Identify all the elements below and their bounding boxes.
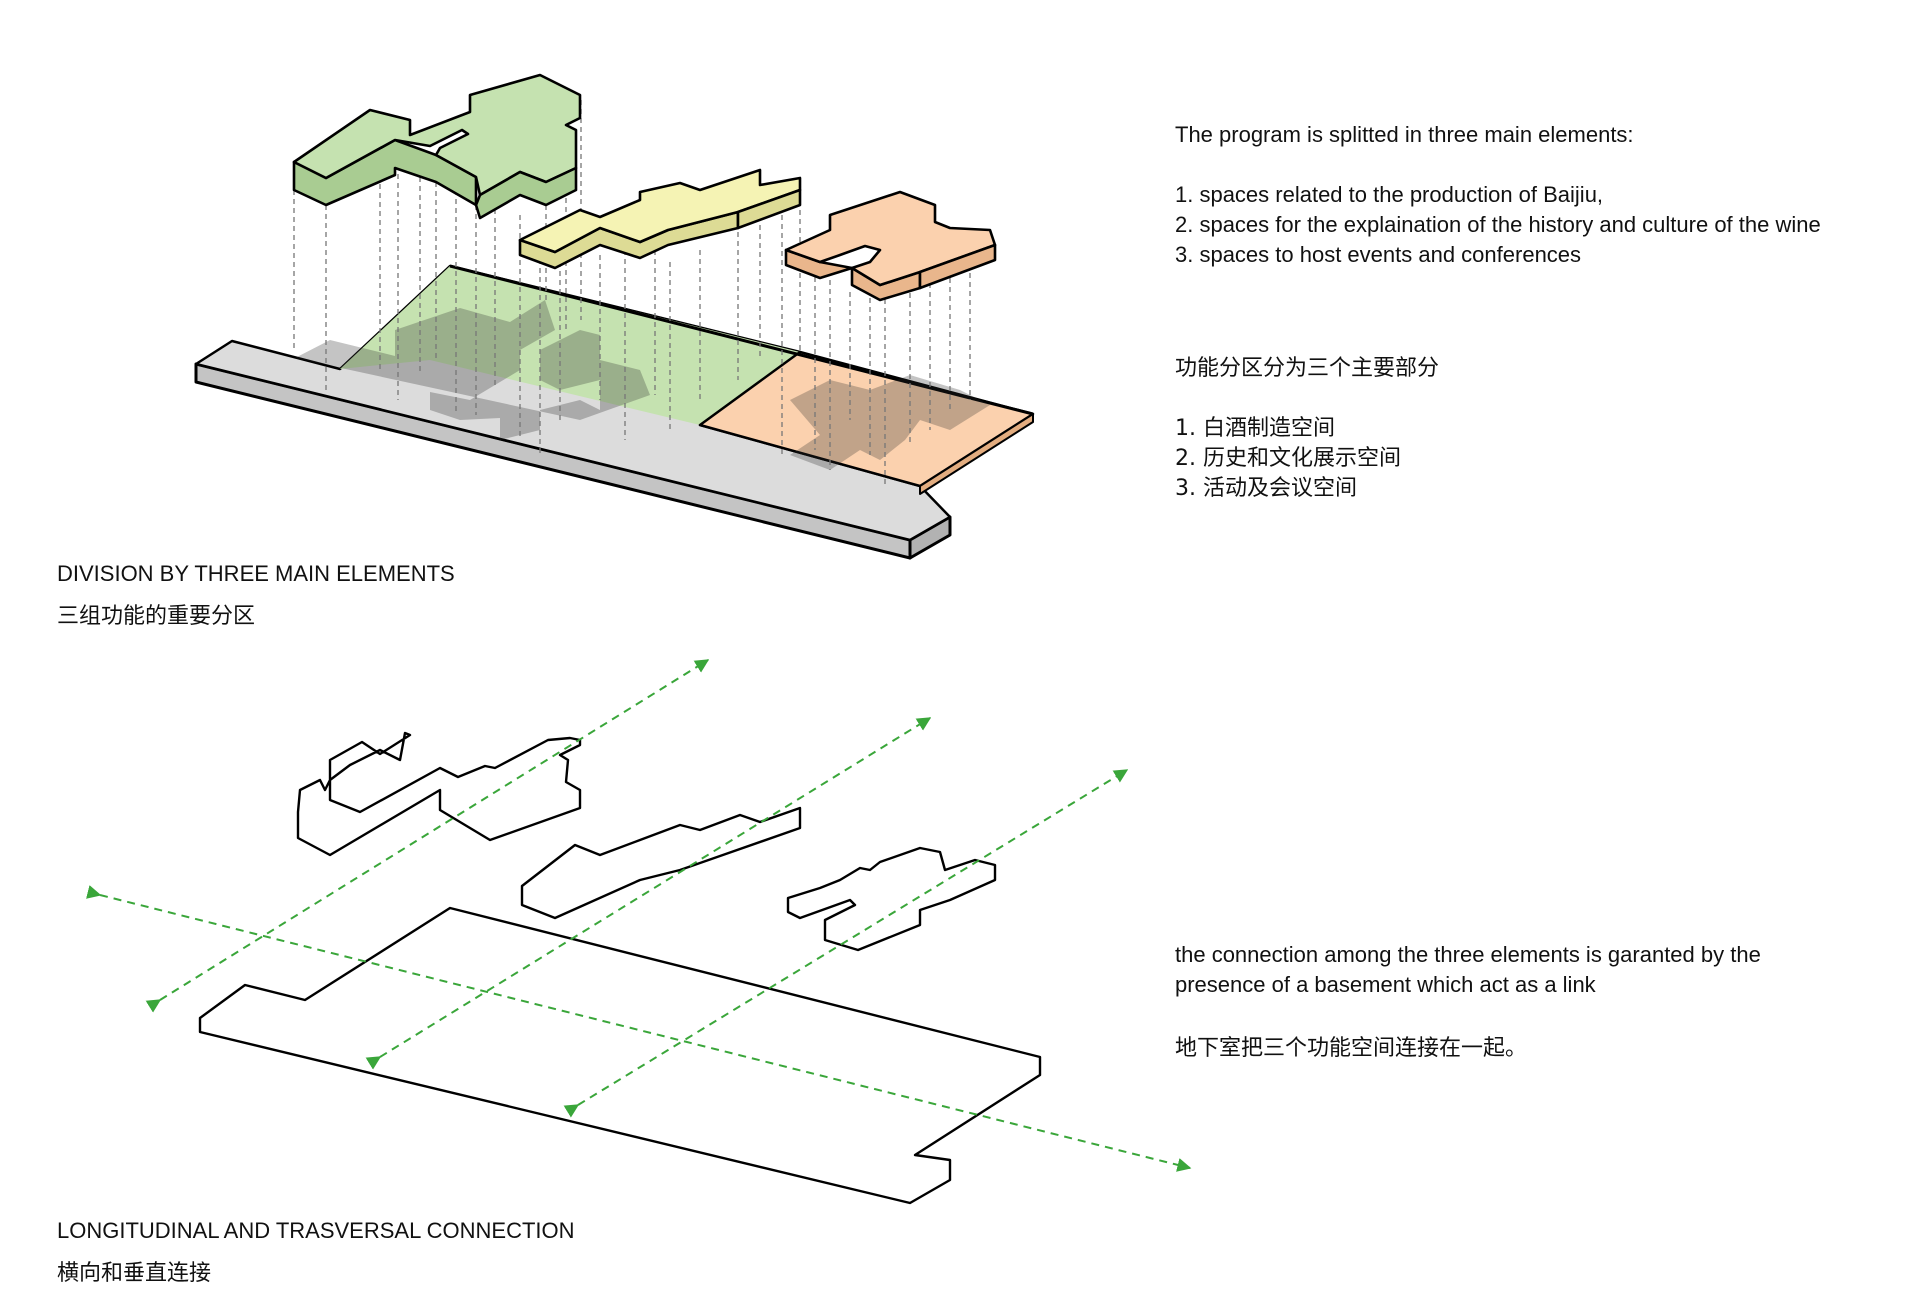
program-item-1-en: 1. spaces related to the production of B… <box>1175 182 1604 207</box>
connection-caption-en: LONGITUDINAL AND TRASVERSAL CONNECTION <box>57 1218 575 1243</box>
arrow-longitudinal <box>86 885 1192 1172</box>
projection-lines <box>293 100 971 485</box>
arrow-transversal-3 <box>563 769 1129 1118</box>
division-caption-en: DIVISION BY THREE MAIN ELEMENTS <box>57 561 455 586</box>
program-intro-cn: 功能分区分为三个主要部分 <box>1175 356 1440 381</box>
footprint-production <box>295 300 650 440</box>
program-item-2-cn: 2. 历史和文化展示空间 <box>1175 446 1401 471</box>
connection-text-line2-en: presence of a basement which act as a li… <box>1175 972 1596 997</box>
basement-top-edge <box>449 264 1034 416</box>
basement-slab <box>194 264 1035 560</box>
volume-history <box>518 168 802 270</box>
arrow-transversal-2 <box>365 717 932 1070</box>
program-item-1-cn: 1. 白酒制造空间 <box>1175 416 1335 441</box>
basement-zone-production <box>340 266 800 425</box>
program-item-3-cn: 3. 活动及会议空间 <box>1175 476 1357 501</box>
volume-events <box>784 190 997 302</box>
volume-history-side-right <box>736 188 802 230</box>
outline-history <box>520 806 802 920</box>
projected-footprints <box>295 300 990 470</box>
connection-diagram <box>86 659 1192 1205</box>
connection-caption-cn: 横向和垂直连接 <box>57 1261 212 1286</box>
volume-events-side-right <box>918 243 997 290</box>
program-item-3-en: 3. spaces to host events and conferences <box>1175 242 1582 267</box>
outline-basement <box>198 906 1042 1205</box>
volume-production-side-right <box>474 166 578 220</box>
program-item-2-en: 2. spaces for the explaination of the hi… <box>1175 212 1821 237</box>
connection-text-cn: 地下室把三个功能空间连接在一起。 <box>1175 1036 1528 1061</box>
connection-arrows <box>86 659 1192 1172</box>
outline-production <box>296 731 582 857</box>
division-diagram <box>194 73 1035 560</box>
volume-production <box>292 73 582 220</box>
volume-history-top <box>518 168 802 254</box>
connection-text-line1-en: the connection among the three elements … <box>1175 942 1761 967</box>
outline-events <box>786 846 997 952</box>
arrow-transversal-1 <box>145 659 710 1013</box>
basement-zone-events-side <box>919 413 1034 495</box>
program-intro-en: The program is splitted in three main el… <box>1175 122 1634 147</box>
division-caption-cn: 三组功能的重要分区 <box>57 604 256 629</box>
footprint-events <box>790 375 990 470</box>
